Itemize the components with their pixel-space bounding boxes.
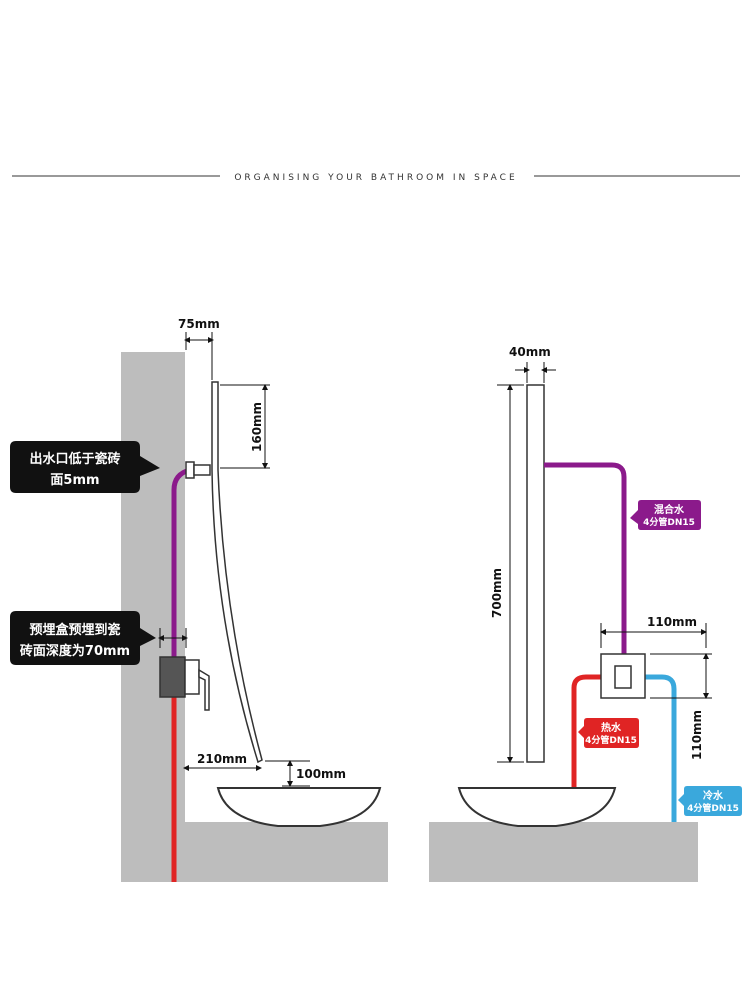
dim-700-label: 700mm (490, 568, 504, 618)
right-counter (429, 822, 698, 882)
dim-210-label: 210mm (197, 752, 247, 766)
tag-hot-line2: 4分管DN15 (585, 734, 637, 746)
tag-hot (578, 718, 639, 748)
right-cold-pipe (645, 674, 677, 822)
outlet-flange (185, 461, 195, 479)
left-basin (216, 787, 382, 827)
tag-cold (678, 786, 742, 816)
tag-hot-line1: 热水 (601, 721, 622, 734)
mixing-valve-core (614, 665, 632, 689)
tag-cold-line1: 冷水 (703, 789, 724, 802)
dim-160-label: 160mm (250, 402, 264, 452)
tag-mixed-line1: 混合水 (654, 503, 685, 516)
right-basin (457, 787, 617, 827)
dim-40-label: 40mm (509, 345, 551, 359)
header-tagline: ORGANISING YOUR BATHROOM IN SPACE (234, 173, 517, 183)
right-hot-pipe (571, 674, 601, 788)
dim-75-label: 75mm (178, 317, 220, 331)
tag-mixed-line2: 4分管DN15 (643, 516, 695, 528)
callout-box-line2: 砖面深度为70mm (20, 643, 130, 659)
dim-110v-label: 110mm (690, 710, 704, 760)
right-installation: 40mm 700mm 110mm 110mm 混合水 4分管DN15 (429, 345, 742, 882)
right-mixed-pipe (544, 462, 627, 654)
callout-box (10, 611, 156, 665)
dim-110h-label: 110mm (647, 615, 697, 629)
right-panel (526, 384, 545, 763)
callout-outlet-line1: 出水口低于瓷砖 (29, 451, 120, 467)
left-counter (185, 822, 388, 882)
dim-100-label: 100mm (296, 767, 346, 781)
waterfall-spout (211, 381, 263, 764)
callout-outlet (10, 441, 160, 493)
outlet-connector (193, 464, 211, 476)
embedded-box (159, 656, 186, 698)
callout-outlet-line2: 面5mm (50, 473, 99, 488)
valve-lever (198, 668, 210, 711)
callout-box-line1: 预埋盒预埋到瓷 (29, 622, 120, 638)
left-installation: 75mm 160mm 210mm 100mm 出水口低于瓷砖 面5mm 预埋盒预… (10, 317, 388, 882)
valve-trim (184, 659, 200, 695)
tag-mixed (630, 500, 701, 530)
tag-cold-line2: 4分管DN15 (687, 802, 739, 814)
